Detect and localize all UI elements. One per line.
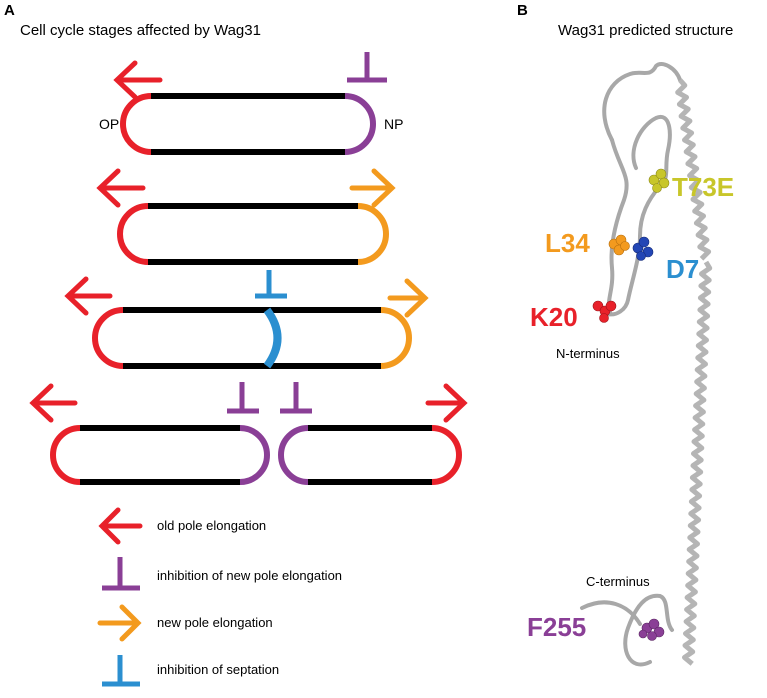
- cell-1: [120, 93, 376, 155]
- residue-label-d7: D7: [666, 254, 700, 284]
- c-terminus-label: C-terminus: [586, 574, 650, 589]
- cell-3: [92, 307, 412, 369]
- cell-2: [117, 203, 389, 265]
- cell-2-old-pole-arrow: [96, 168, 146, 208]
- legend-label-inhibition-new-pole: inhibition of new pole elongation: [157, 568, 343, 583]
- cell-3-old-pole-arrow: [64, 276, 113, 316]
- panel-a-title: Cell cycle stages affected by Wag31: [20, 22, 261, 39]
- cell-4a: [50, 425, 270, 485]
- legend-label-new-pole-elongation: new pole elongation: [157, 615, 273, 630]
- legend-label-old-pole-elongation: old pole elongation: [157, 518, 267, 533]
- n-terminus-label: N-terminus: [556, 346, 620, 361]
- protein-backbone: [580, 61, 682, 667]
- residue-k20-atoms: [592, 300, 617, 323]
- cell-3-new-pole-arrow: [387, 278, 429, 318]
- residue-label-t73e: T73E: [672, 172, 735, 202]
- legend-symbol-new-pole-elongation: [97, 604, 142, 642]
- residue-d7-atoms: [632, 236, 654, 261]
- residue-t73e-atoms: [648, 168, 670, 193]
- cell-4-new-pole-tee-left: [227, 382, 259, 414]
- cell-2-new-pole-arrow: [349, 168, 396, 208]
- cell-1-new-pole-tee: [347, 52, 387, 83]
- panel-b-letter: B: [517, 2, 528, 19]
- legend-symbol-inhibition-new-pole: [102, 557, 140, 591]
- cell-4b: [278, 425, 462, 485]
- cell-4-old-pole-arrow-right: [425, 383, 468, 423]
- cell-1-old-pole-arrow: [113, 60, 163, 100]
- residue-label-l34: L34: [545, 228, 590, 258]
- top-helix: [675, 78, 712, 261]
- legend-symbol-inhibition-septation: [102, 655, 140, 687]
- residue-label-f255: F255: [527, 612, 587, 642]
- legend-label-inhibition-septation: inhibition of septation: [157, 662, 280, 677]
- cell-4-old-pole-arrow-left: [29, 383, 78, 423]
- panel-b-title: Wag31 predicted structure: [558, 22, 734, 39]
- residue-label-k20: K20: [530, 302, 578, 332]
- residue-f255-atoms: [638, 618, 665, 641]
- cell-4-new-pole-tee-right: [280, 382, 312, 414]
- residue-l34-atoms: [608, 234, 630, 256]
- long-helix: [682, 260, 713, 666]
- cell-3-septation-tee: [255, 270, 287, 299]
- old-pole-label: OP: [99, 116, 120, 132]
- new-pole-label: NP: [384, 116, 404, 132]
- cell-cycle-diagram: [29, 52, 468, 687]
- panel-a-letter: A: [4, 2, 15, 19]
- legend-symbol-old-pole-elongation: [98, 507, 143, 545]
